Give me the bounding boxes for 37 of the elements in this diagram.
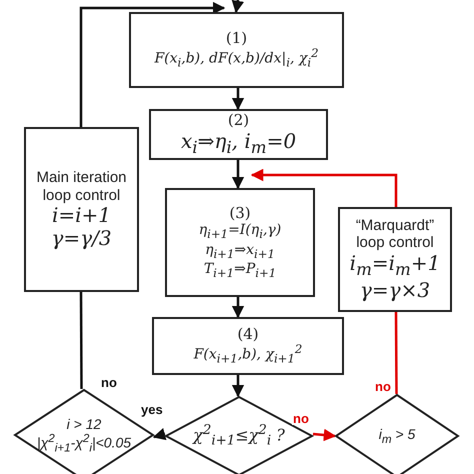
- decision-diamond: [165, 396, 313, 474]
- process-box: [165, 188, 315, 297]
- formula: χ$^{2}$$_{i+1}$≤χ$^{2}$$_{i}$ ?: [193, 423, 285, 449]
- formula: i=i+1: [52, 204, 112, 227]
- arrow: [250, 168, 398, 207]
- formula: η$_{i+1}$⇒x$_{i+1}$: [205, 242, 275, 261]
- formula: γ=γ/3: [51, 226, 112, 250]
- decision-diamond: [335, 394, 459, 474]
- formula: η$_{i+1}$=I(η$_{i}$,γ): [198, 222, 282, 242]
- arrow: [232, 375, 244, 398]
- arrow: [232, 160, 244, 190]
- arrow: [152, 428, 166, 440]
- arrow: [232, 88, 244, 110]
- process-box: [24, 127, 139, 292]
- arrow: [232, 0, 244, 14]
- arrow: [232, 297, 244, 318]
- formula: x$_{i}$⇒η$_{i}$, i$_{m}$=0: [180, 130, 296, 157]
- step-number: (1): [226, 30, 248, 48]
- connector-line: [80, 292, 83, 389]
- arrow: [312, 428, 336, 442]
- step-number: (2): [228, 112, 250, 130]
- step-number: (4): [237, 326, 259, 344]
- formula: i$_{m}$ > 5: [378, 426, 416, 446]
- formula: γ=γ×3: [360, 278, 430, 302]
- connector-line: [394, 312, 398, 394]
- formula: i > 12: [66, 416, 102, 432]
- process-box: [129, 12, 344, 88]
- box-title: Main iteration loop control: [35, 169, 128, 204]
- process-box: [338, 207, 452, 312]
- arrow: [80, 2, 226, 127]
- process-box: [152, 317, 344, 375]
- box-title: “Marquardt” loop control: [354, 217, 436, 252]
- process-box: [149, 109, 328, 160]
- formula: T$_{i+1}$⇒P$_{i+1}$: [204, 260, 276, 280]
- formula: |χ$^{2}$$_{i+1}$-χ$^{2}$$_{i}$|<0.05: [36, 432, 132, 454]
- step-number: (3): [229, 205, 251, 222]
- formula: i$_{m}$=i$_{m}$+1: [350, 252, 440, 279]
